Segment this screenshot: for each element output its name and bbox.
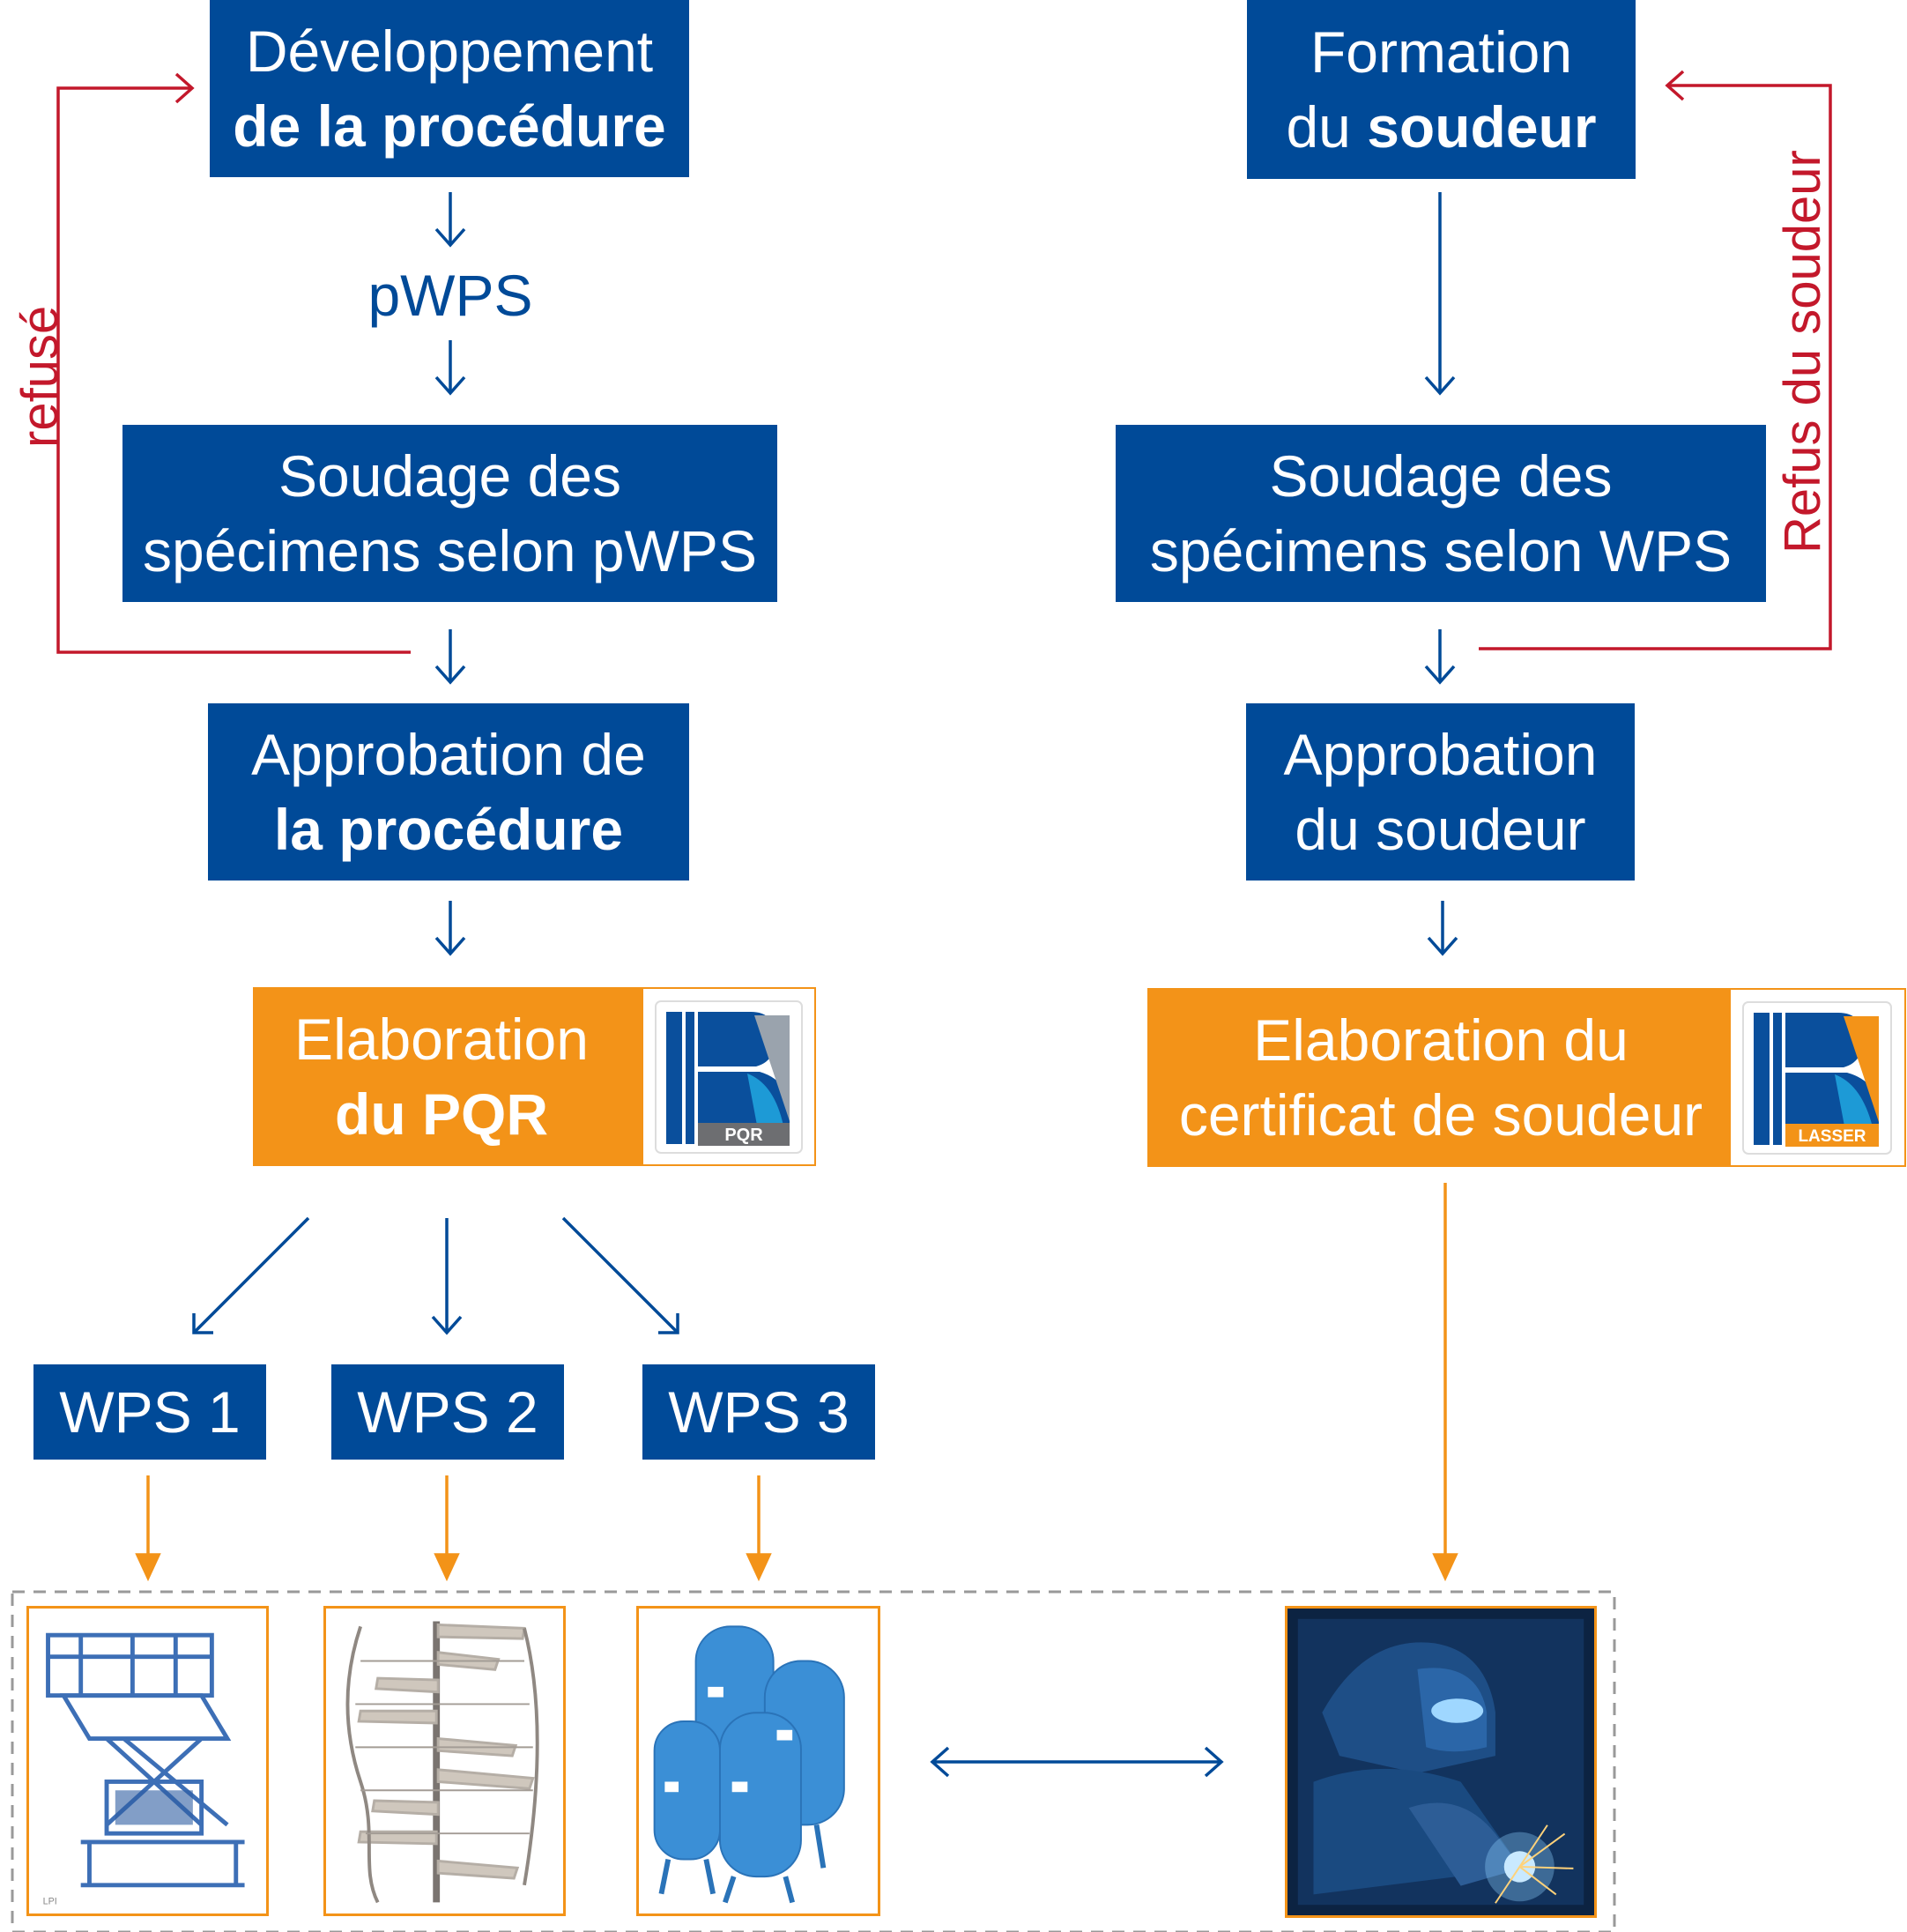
procedure-development-line2: de la procédure [233, 93, 666, 159]
arrow-welder-approval-to-cert [1427, 901, 1458, 956]
arrow-wps3-to-photo [746, 1475, 772, 1582]
wps-2-label: WPS 2 [357, 1378, 538, 1445]
arrow-approval-to-pqr [434, 901, 466, 956]
pwps-label: pWPS [367, 263, 533, 328]
aerial-platform-caption: LPI [43, 1896, 57, 1906]
spiral-staircase-illustration [345, 1621, 539, 1904]
procedure-development-line1: Développement [245, 18, 654, 84]
welder-training-line1: Formation [1310, 19, 1573, 85]
specimen-welding-wps-line2: spécimens selon WPS [1149, 517, 1733, 583]
welder-training-line2-part1: du [1286, 93, 1368, 160]
expansion-tanks-image [636, 1606, 880, 1916]
specimen-welding-pwps-box: Soudage des spécimens selon pWPS [122, 425, 777, 602]
arrow-weld-to-welder-approval [1424, 629, 1456, 685]
welder-certificate-line1: Elaboration du [1253, 1007, 1629, 1073]
refused-loop-line [56, 72, 411, 654]
specimen-welding-wps-line1: Soudage des [1269, 442, 1613, 509]
arrow-training-to-weld [1424, 192, 1456, 396]
welder-approval-line2: du soudeur [1295, 796, 1586, 862]
wps-3-box: WPS 3 [642, 1364, 875, 1460]
procedure-approval-line2: la procédure [273, 796, 624, 862]
pqr-logo-tile: PQR [643, 989, 814, 1164]
pqr-elaboration-box: Elaboration du PQR PQR [253, 987, 816, 1166]
wps-3-label: WPS 3 [668, 1378, 850, 1445]
aerial-platform-image: LPI [26, 1606, 269, 1916]
arrow-pwps-to-weld [434, 340, 466, 396]
welder-approval-box: Approbation du soudeur [1246, 703, 1635, 881]
specimen-welding-pwps-line2: spécimens selon pWPS [143, 517, 757, 583]
aerial-platform-illustration: LPI [43, 1632, 245, 1906]
welder-image [1285, 1606, 1597, 1918]
arrow-wps1-to-photo [135, 1475, 161, 1582]
wps-1-box: WPS 1 [33, 1364, 266, 1460]
pqr-elaboration-line2: du PQR [335, 1081, 548, 1147]
lasser-logo-icon: LASSER [1742, 1001, 1892, 1155]
arrow-pqr-to-wps3 [561, 1216, 679, 1334]
spiral-staircase-image [323, 1606, 566, 1916]
welder-training-line2: du soudeur [1286, 90, 1596, 165]
welder-refused-loop-line [1479, 70, 1832, 650]
welder-illustration [1287, 1609, 1594, 1915]
arrow-wps2-to-photo [434, 1475, 460, 1582]
wps-1-label: WPS 1 [59, 1378, 241, 1445]
pqr-elaboration-line1: Elaboration [294, 1006, 589, 1072]
welder-certificate-box: Elaboration du certificat de soudeur LAS… [1147, 988, 1906, 1167]
lasser-logo-text: LASSER [1798, 1127, 1866, 1146]
welder-certificate-line2: certificat de soudeur [1178, 1081, 1703, 1148]
pqr-logo-text: PQR [724, 1126, 763, 1145]
double-arrow-products-welder [930, 1746, 1224, 1778]
specimen-welding-wps-box: Soudage des spécimens selon WPS [1116, 425, 1766, 602]
arrow-dev-to-pwps [434, 192, 466, 248]
pqr-logo-icon: PQR [655, 1000, 803, 1154]
refused-label: refusé [11, 305, 69, 448]
arrow-weld-to-approval [434, 629, 466, 685]
procedure-approval-box: Approbation de la procédure [208, 703, 689, 881]
arrow-cert-to-photo [1432, 1183, 1458, 1582]
arrow-pqr-to-wps2 [431, 1218, 463, 1335]
welder-approval-line1: Approbation [1283, 721, 1598, 787]
procedure-development-box: Développement de la procédure [210, 0, 689, 177]
wps-2-box: WPS 2 [331, 1364, 564, 1460]
specimen-welding-pwps-line1: Soudage des [278, 442, 621, 509]
lasser-logo-tile: LASSER [1731, 990, 1904, 1165]
expansion-tanks-illustration [653, 1625, 845, 1904]
procedure-approval-line1: Approbation de [251, 721, 646, 787]
arrow-pqr-to-wps1 [192, 1216, 310, 1334]
welder-refused-label: Refus du soudeur [1774, 150, 1831, 554]
welder-training-line2-part2: soudeur [1367, 93, 1597, 160]
welder-training-box: Formation du soudeur [1247, 0, 1636, 179]
